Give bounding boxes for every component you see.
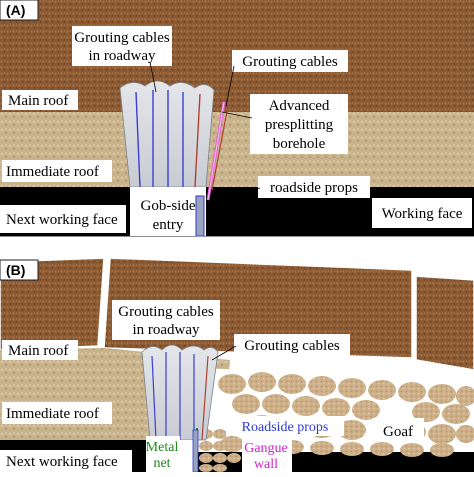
panel-a-label-immediate-roof: Immediate roof bbox=[6, 164, 99, 180]
panel-a-label-roadside-props: roadside props bbox=[270, 180, 358, 196]
panel-a-roadside-prop bbox=[195, 195, 205, 237]
panel-a-label-main-roof: Main roof bbox=[8, 93, 68, 109]
panel-a-label-advanced-1: Advanced bbox=[269, 98, 330, 114]
panel-b-label-grouting-cables: Grouting cables bbox=[244, 338, 340, 354]
panel-a-label-advanced-3: borehole bbox=[273, 136, 326, 152]
panel-b-label-metal-net-2: net bbox=[153, 456, 170, 471]
panel-b-label-roadside-props: Roadside props bbox=[242, 420, 329, 435]
panel-a-label-gob-side-2: entry bbox=[153, 217, 184, 233]
panel-a-label-gob-side-1: Gob-side bbox=[141, 198, 196, 214]
panel-a-label-advanced-2: presplitting bbox=[265, 117, 334, 133]
panel-a-next-face-box bbox=[0, 205, 126, 233]
panel-b: (B) Grouting cables in roadway Main roof… bbox=[0, 240, 474, 473]
panel-b-label-roadway-cables-1: Grouting cables bbox=[118, 304, 214, 320]
panel-a-gob-side-entry bbox=[130, 187, 206, 236]
panel-a-label-grouting-cables: Grouting cables bbox=[242, 54, 338, 70]
panel-a-working-face-box bbox=[372, 198, 472, 228]
panel-a-label-roadway-cables-1: Grouting cables bbox=[74, 30, 170, 46]
panel-b-label-goaf: Goaf bbox=[383, 424, 413, 440]
panel-a-label-working-face: Working face bbox=[382, 206, 463, 222]
panel-a-side-cable bbox=[211, 105, 229, 191]
panel-b-label-roadway-cables-2: in roadway bbox=[132, 322, 200, 338]
panel-b-gangue-wall bbox=[199, 429, 241, 472]
panel-b-label-metal-net-1: Metal bbox=[146, 440, 179, 455]
panel-b-label-main-roof: Main roof bbox=[8, 343, 68, 359]
panel-b-roadside-prop bbox=[192, 429, 199, 473]
panel-a-label-next-working-face: Next working face bbox=[6, 212, 118, 228]
panel-b-label-next-working-face: Next working face bbox=[6, 454, 118, 470]
panel-a-roadway-cables bbox=[135, 90, 201, 188]
panel-b-label-gangue-wall-1: Gangue bbox=[244, 441, 288, 456]
panel-b-label-immediate-roof: Immediate roof bbox=[6, 406, 99, 422]
panel-a-tag: (A) bbox=[6, 2, 25, 18]
panel-a: (A) Grouting cables in roadway Grouting … bbox=[0, 0, 474, 237]
panel-b-main-roof-right bbox=[415, 275, 474, 371]
panel-b-tag: (B) bbox=[6, 262, 25, 278]
panel-b-label-gangue-wall-2: wall bbox=[254, 457, 278, 472]
panel-b-main-roof-left bbox=[0, 257, 105, 351]
panel-b-roadway-cables bbox=[151, 352, 209, 441]
panel-a-grouting-zone bbox=[119, 80, 215, 188]
panel-a-label-roadway-cables-2: in roadway bbox=[88, 48, 156, 64]
